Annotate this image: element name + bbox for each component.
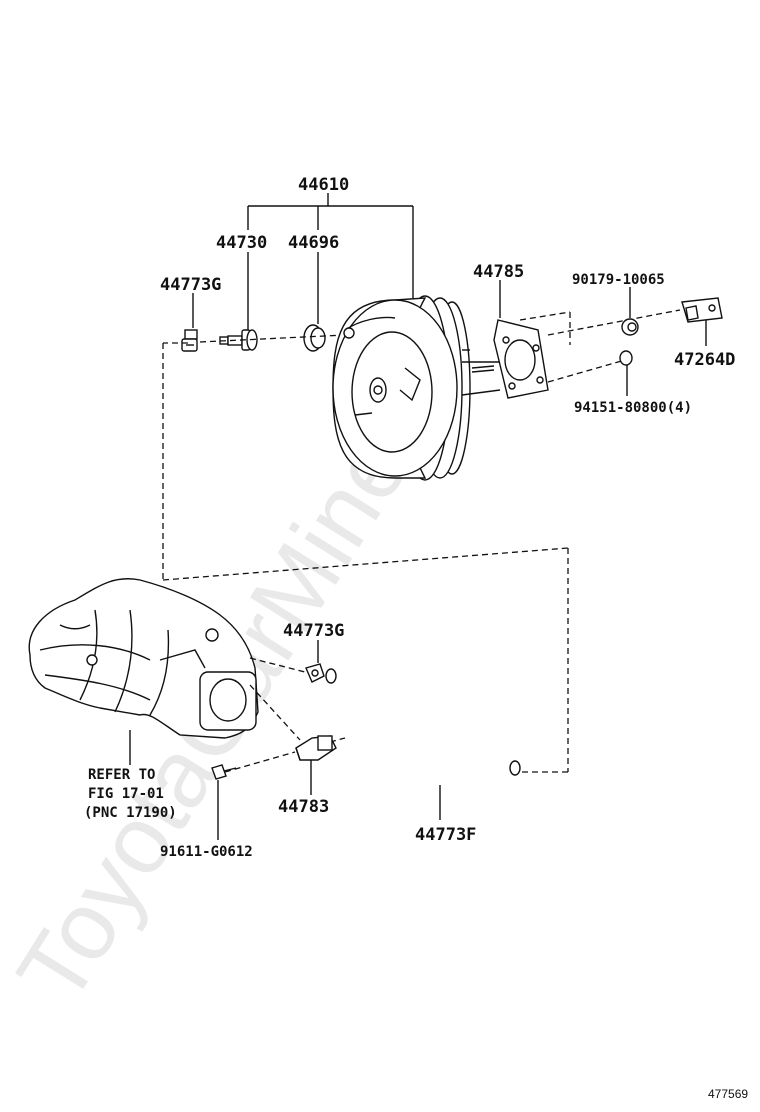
assembly-line-right-2 bbox=[547, 359, 626, 383]
label-44773g-top: 44773G bbox=[160, 275, 221, 295]
clip-icon bbox=[181, 329, 198, 352]
assembly-line-right-3 bbox=[519, 311, 571, 321]
assembly-line-valve bbox=[249, 684, 301, 741]
assembly-line-right-1 bbox=[547, 309, 681, 336]
label-47264d: 47264D bbox=[674, 350, 735, 370]
label-44783: 44783 bbox=[278, 797, 329, 817]
label-44730: 44730 bbox=[216, 233, 267, 253]
clip-lower-icon bbox=[305, 663, 325, 683]
refer-note-line2: FIG 17-01 bbox=[88, 786, 164, 802]
leader-44610 bbox=[247, 193, 414, 300]
label-44696: 44696 bbox=[288, 233, 339, 253]
label-44773f: 44773F bbox=[415, 825, 476, 845]
clevis-icon bbox=[681, 297, 723, 323]
brake-booster-icon bbox=[332, 295, 501, 481]
label-44785: 44785 bbox=[473, 262, 524, 282]
gasket-icon bbox=[493, 319, 549, 399]
vacuum-hose-icon bbox=[325, 668, 521, 784]
label-44610: 44610 bbox=[298, 175, 349, 195]
nut-small-icon bbox=[619, 350, 633, 366]
grommet-icon bbox=[303, 324, 326, 352]
check-valve-icon bbox=[295, 735, 337, 761]
label-90179: 90179-10065 bbox=[572, 272, 665, 288]
nut-icon bbox=[621, 318, 639, 336]
figure-number: 477569 bbox=[708, 1087, 748, 1101]
assembly-line-top bbox=[199, 334, 346, 343]
refer-note-line1: REFER TO bbox=[88, 767, 155, 783]
label-44773g-lower: 44773G bbox=[283, 621, 344, 641]
intake-manifold-icon bbox=[28, 578, 259, 739]
label-91611: 91611-G0612 bbox=[160, 844, 253, 860]
refer-note-line3: (PNC 17190) bbox=[84, 805, 177, 821]
assembly-dashed-loop bbox=[162, 342, 569, 773]
bolt-icon bbox=[211, 764, 237, 780]
assembly-line-bolt bbox=[224, 751, 296, 773]
label-94151: 94151-80800(4) bbox=[574, 400, 692, 416]
